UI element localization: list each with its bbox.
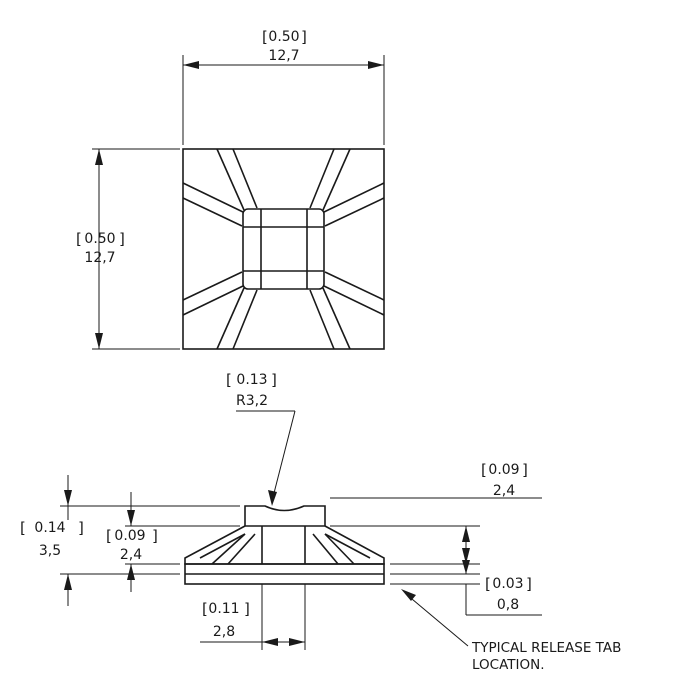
svg-text:[: [ [226, 371, 232, 389]
height-dimension: [ ] 0.50 12,7 [76, 148, 180, 350]
svg-text:]: ] [526, 575, 532, 593]
release-tab-callout: TYPICAL RELEASE TAB LOCATION. [401, 589, 621, 673]
overall-height-metric: 3,5 [39, 543, 61, 559]
svg-text:[: [ [76, 230, 82, 248]
svg-text:[: [ [481, 461, 487, 479]
radius-imperial: 0.13 [236, 372, 267, 388]
radius-metric: R3,2 [236, 393, 268, 409]
overall-height-imperial: 0.14 [34, 520, 65, 536]
svg-text:]: ] [152, 527, 158, 545]
top-view: [ ] 0.50 12,7 [ ] 0.50 12,7 [76, 28, 385, 350]
svg-text:]: ] [119, 230, 125, 248]
height-imperial: 0.50 [84, 231, 115, 247]
head-block [244, 505, 326, 526]
top-height-metric: 2,4 [493, 483, 515, 499]
radius-callout: [ ] 0.13 R3,2 [226, 371, 296, 506]
svg-text:[: [ [485, 575, 491, 593]
svg-text:]: ] [271, 371, 277, 389]
cone-body [184, 525, 385, 565]
svg-text:]: ] [244, 600, 250, 618]
svg-text:[: [ [202, 600, 208, 618]
slot-height-imperial: 0.09 [114, 528, 145, 544]
side-view: [ ] 0.13 R3,2 [ ] 0.14 3,5 [ [20, 371, 621, 673]
svg-text:]: ] [301, 28, 307, 46]
slot-height-metric: 2,4 [120, 547, 142, 563]
base-thickness-imperial: 0.03 [492, 576, 523, 592]
height-metric: 12,7 [84, 250, 115, 266]
ribs [182, 148, 385, 350]
svg-text:]: ] [522, 461, 528, 479]
center-square-outer [242, 208, 325, 290]
overall-height-dimension: [ ] 0.14 3,5 [20, 475, 240, 606]
slot-width-metric: 2,8 [213, 624, 235, 640]
release-tab-note-line1: TYPICAL RELEASE TAB [471, 640, 621, 656]
width-imperial: 0.50 [268, 29, 299, 45]
mount-outline [182, 148, 385, 350]
slot-height-dimension: [ ] 0.09 2,4 [106, 492, 240, 592]
width-metric: 12,7 [268, 48, 299, 64]
base-thickness-dimension: [ ] 0.03 0,8 [390, 560, 542, 616]
top-height-dimension: [ ] 0.09 2,4 [330, 461, 542, 565]
svg-text:]: ] [78, 519, 84, 537]
base-thickness-metric: 0,8 [497, 597, 519, 613]
top-height-imperial: 0.09 [488, 462, 519, 478]
svg-text:[: [ [20, 519, 26, 537]
slot-width-dimension: [ ] 0.11 2,8 [200, 584, 306, 650]
svg-text:[: [ [262, 28, 268, 46]
svg-text:[: [ [106, 527, 112, 545]
release-tab-note-line2: LOCATION. [472, 657, 545, 673]
slot-width-imperial: 0.11 [208, 601, 239, 617]
width-dimension: [ ] 0.50 12,7 [182, 28, 385, 145]
